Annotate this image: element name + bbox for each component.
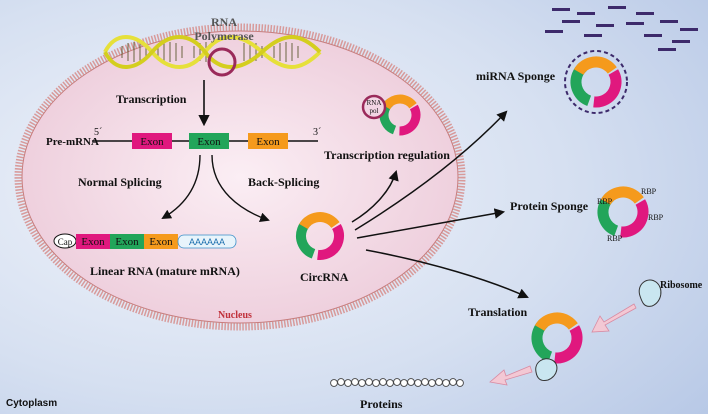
pre-mrna-label: Pre-mRNA: [46, 136, 99, 148]
rna-pol-badge-line2: pol: [370, 107, 379, 115]
linear-exon-3-label: Exon: [149, 236, 173, 248]
poly-a-tail: [177, 234, 237, 249]
arrow-to-protein-sponge: [356, 208, 506, 239]
pre-mrna-exon-2-label: Exon: [197, 136, 221, 148]
rbp-label-4: RBP: [607, 234, 623, 243]
cap-label: Cap: [58, 237, 73, 247]
dna-helix: [103, 35, 322, 69]
rna-pol-badge: [361, 94, 387, 120]
linear-exon-3: [144, 234, 178, 249]
normal-splicing-label: Normal Splicing: [78, 175, 162, 189]
nucleus-label: Nucleus: [218, 310, 252, 321]
rbp-label-2: RBP: [641, 187, 657, 196]
normal-splicing-arrow: [161, 154, 201, 219]
translation-label: Translation: [468, 305, 527, 319]
pre-mrna-exon-3-label: Exon: [256, 136, 280, 148]
bound-ribosome-icon: [535, 358, 558, 381]
linear-rna-label: Linear RNA (mature mRNA): [90, 264, 240, 278]
rna-pol-badge-line1: RNA: [367, 99, 382, 107]
nucleus-membrane-outer: [14, 23, 466, 331]
transcription-label: Transcription: [116, 92, 187, 106]
ribosome-to-translation-arrow: [591, 303, 637, 333]
poly-a-label: AAAAAA: [189, 237, 225, 247]
protein-chain: [330, 378, 464, 387]
mirna-cluster: [545, 6, 698, 51]
three-prime-label: 3´: [313, 127, 321, 138]
arrow-to-mirna-sponge: [354, 110, 508, 231]
rna-polymerase-label-line2: Polymerase: [194, 29, 254, 43]
arrow-to-transcription-regulation: [351, 169, 399, 223]
ribosome-icon: [638, 279, 662, 307]
rna-polymerase-label-line1: RNA: [211, 15, 237, 29]
linear-exon-2: [110, 234, 144, 249]
linear-exon-1-label: Exon: [81, 236, 105, 248]
rbp-label-3: RBP: [648, 213, 664, 222]
mirna-sponge-label: miRNA Sponge: [476, 69, 556, 83]
linear-exon-1: [76, 234, 110, 249]
linear-mrna: Cap Exon Exon Exon AAAAAA: [53, 233, 237, 249]
rna-polymerase-enzyme: [207, 47, 237, 77]
back-splicing-arrow: [211, 154, 270, 222]
proteins-label: Proteins: [360, 397, 403, 411]
pre-mrna-exon-2: [189, 133, 229, 149]
linear-exon-2-label: Exon: [115, 236, 139, 248]
pre-mrna-exon-1: [132, 133, 172, 149]
protein-sponge-label: Protein Sponge: [510, 199, 589, 213]
back-splicing-label: Back-Splicing: [248, 175, 319, 189]
arrow-to-translation: [365, 249, 529, 299]
cytoplasm-label: Cytoplasm: [6, 398, 57, 409]
pre-mrna-exon-1-label: Exon: [140, 136, 164, 148]
pre-mrna-exon-3: [248, 133, 288, 149]
nucleus-body: [21, 30, 459, 324]
five-prime-label: 5´: [94, 127, 102, 138]
rbp-label-1: RBP: [597, 197, 613, 206]
circrna-label: CircRNA: [300, 270, 349, 284]
ribosome-label: Ribosome: [660, 280, 703, 291]
transcription-regulation-label: Transcription regulation: [324, 148, 450, 162]
protein-output-arrow: [489, 365, 533, 386]
